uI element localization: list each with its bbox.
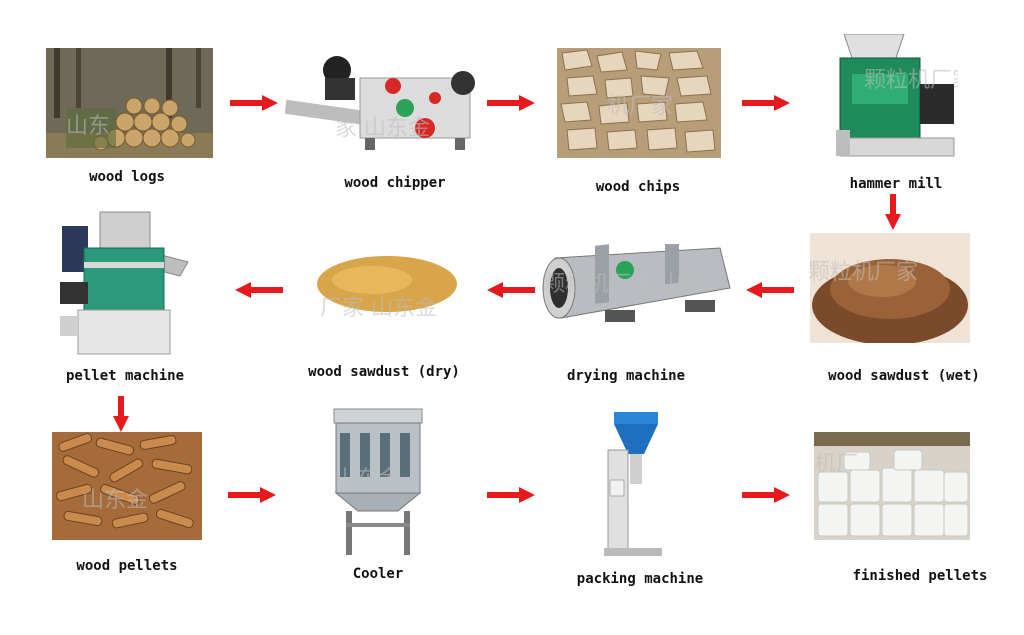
finished-pellets-image: 机厂 [814,432,970,540]
wood-chips-label: wood chips [595,179,681,195]
arrow-right-icon [487,95,535,111]
wood-sawdust-dry-label: wood sawdust (dry) [308,364,460,380]
wood-logs-label: wood logs [89,169,165,185]
arrow-down-icon [885,194,901,230]
drying-machine-image: 颗粒机厂家 山东 [535,244,735,326]
finished-pellets-label: finished pellets [852,568,988,584]
wood-chips-image: 机厂家 [557,48,721,158]
wood-sawdust-wet-image [810,233,970,343]
wood-sawdust-wet-label: wood sawdust (wet) [828,368,980,384]
wood-pellets-image: 山东金 [52,432,202,540]
wood-sawdust-dry-image: 厂家 山东金 [312,252,462,342]
arrow-left-icon [746,282,794,298]
wood-logs-image: 山东 [46,48,213,158]
arrow-down-icon [113,396,129,432]
hammer-mill-image: 颗粒机厂家 [834,34,958,164]
cooler-image: 山东金 [328,405,428,557]
arrow-left-icon [487,282,535,298]
pellet-machine-label: pellet machine [65,368,185,384]
wood-pellets-label: wood pellets [76,558,178,574]
packing-machine-label: packing machine [576,571,704,587]
packing-machine-image [600,410,666,560]
arrow-left-icon [235,282,283,298]
pellet-machine-image [50,206,190,358]
drying-machine-label: drying machine [566,368,686,384]
arrow-right-icon [742,487,790,503]
cooler-label: Cooler [352,566,404,582]
arrow-right-icon [487,487,535,503]
wood-chipper-image: 家 山东金 [285,48,490,158]
arrow-right-icon [228,487,276,503]
wood-chipper-label: wood chipper [344,175,446,191]
arrow-right-icon [742,95,790,111]
arrow-right-icon [230,95,278,111]
hammer-mill-label: hammer mill [849,176,943,192]
